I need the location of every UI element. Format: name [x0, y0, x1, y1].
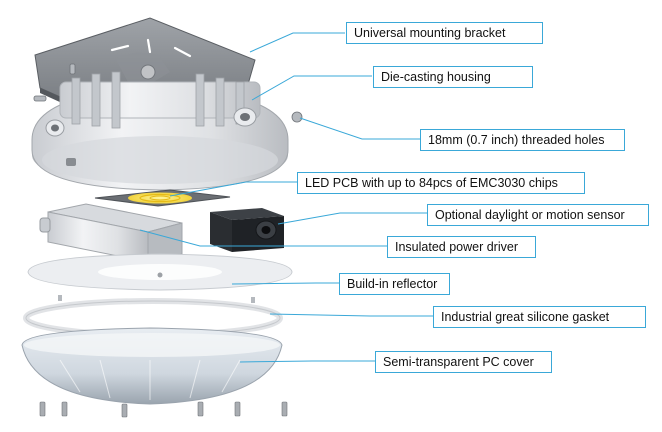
callout-sensor: Optional daylight or motion sensor — [427, 204, 649, 226]
leader-lines — [139, 32, 433, 363]
housing-screws — [33, 63, 303, 123]
power-driver — [39, 203, 183, 263]
callout-mounting-bracket: Universal mounting bracket — [346, 22, 543, 44]
die-casting-housing — [31, 71, 289, 191]
pc-cover — [21, 327, 283, 405]
callout-gasket: Industrial great silicone gasket — [433, 306, 646, 328]
led-pcb — [94, 189, 231, 207]
callout-housing: Die-casting housing — [373, 66, 533, 88]
reflector-disc — [27, 253, 293, 291]
callout-pc-cover: Semi-transparent PC cover — [375, 351, 552, 373]
callout-led-pcb: LED PCB with up to 84pcs of EMC3030 chip… — [297, 172, 585, 194]
callout-reflector: Build-in reflector — [339, 273, 450, 295]
sensor-module — [210, 208, 284, 252]
callout-power-driver: Insulated power driver — [387, 236, 536, 258]
bottom-screws — [39, 401, 288, 418]
callout-threaded-holes: 18mm (0.7 inch) threaded holes — [420, 129, 625, 151]
